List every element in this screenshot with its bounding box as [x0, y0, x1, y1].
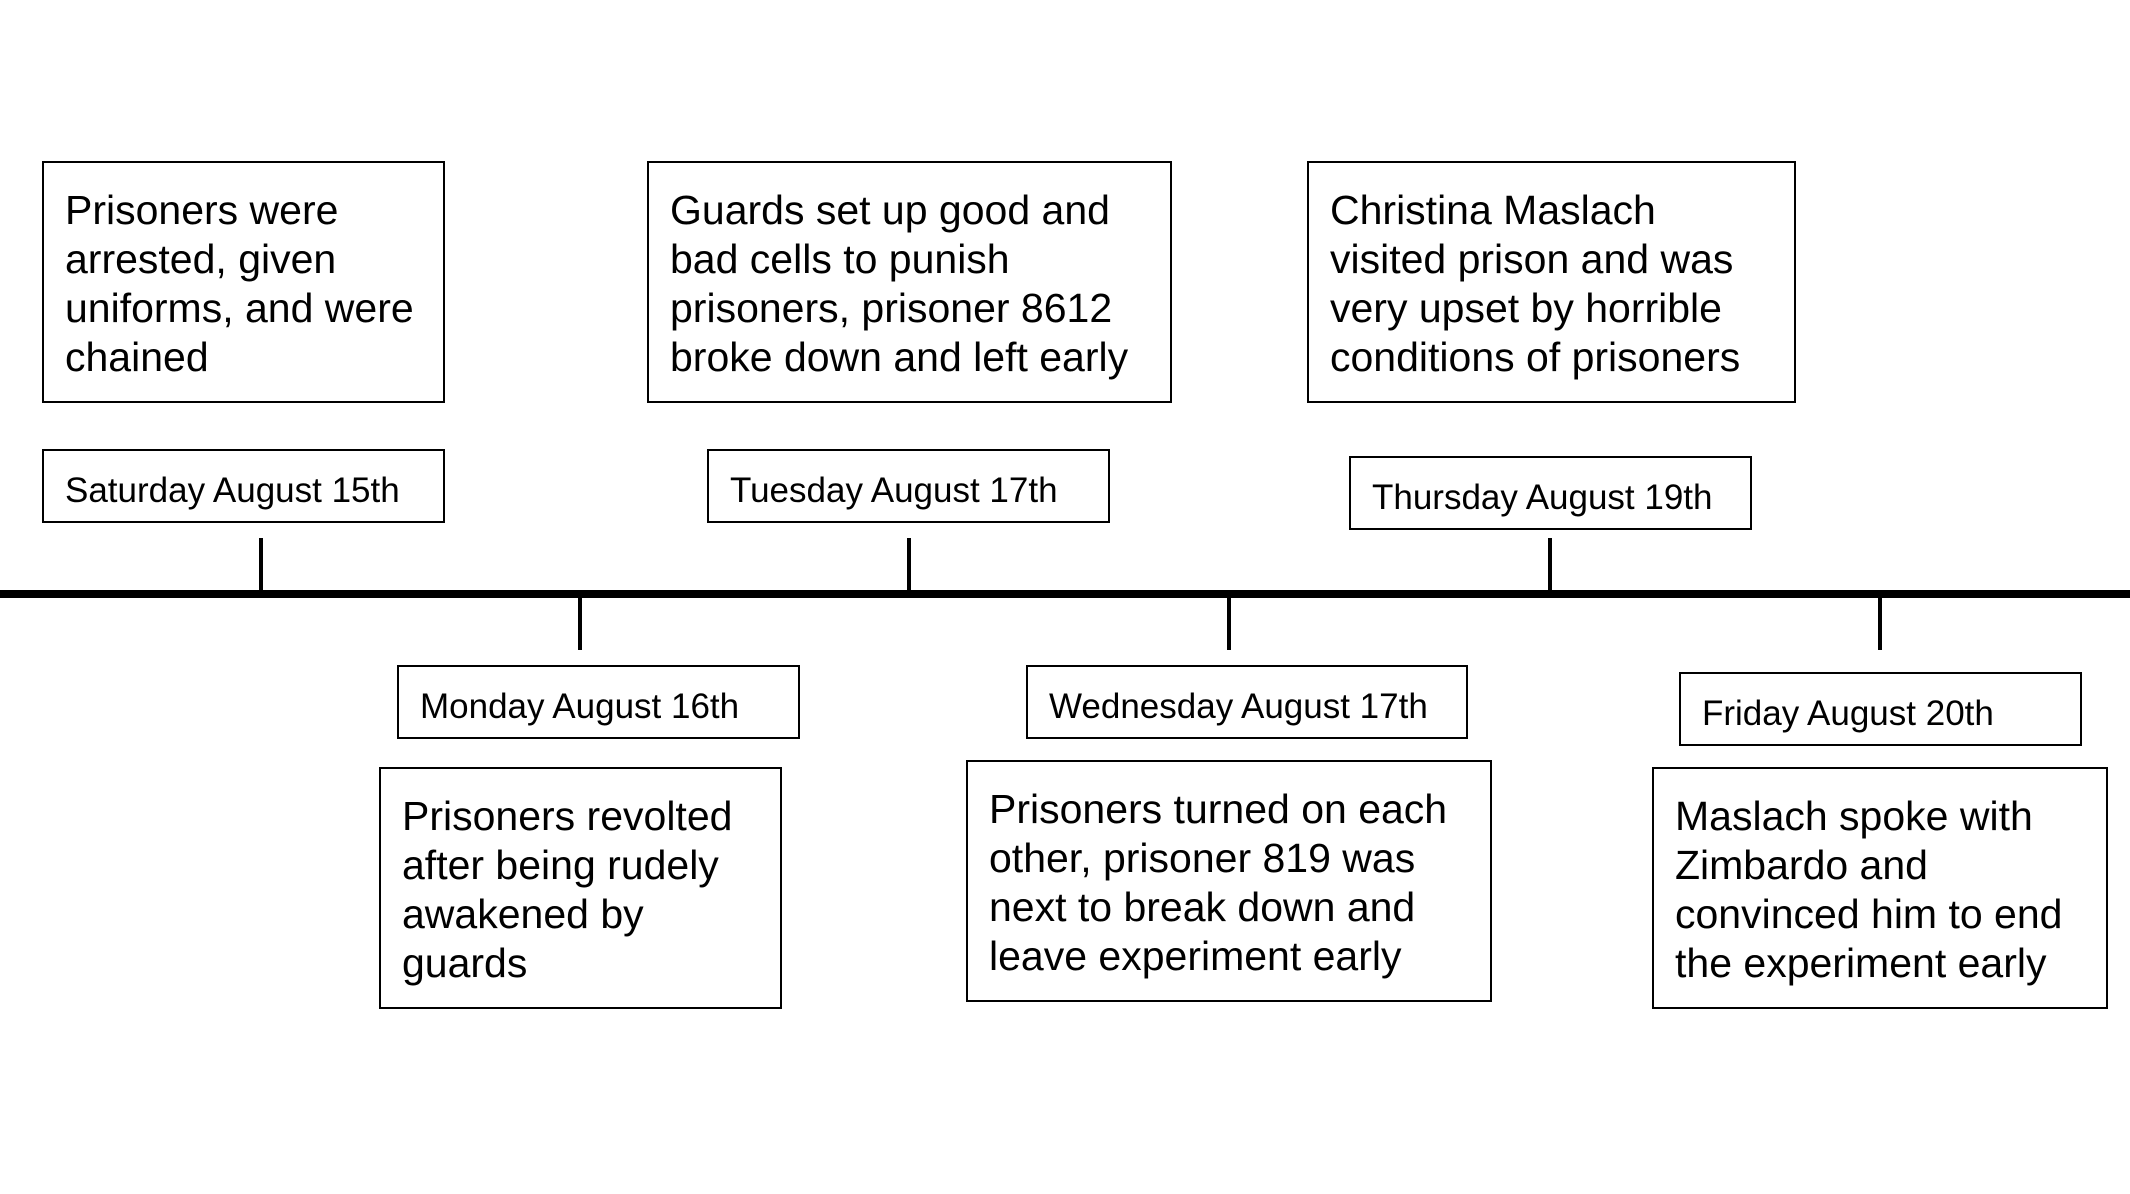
event-description-monday: Prisoners revolted after being rudely aw… — [379, 767, 782, 1009]
event-description-friday: Maslach spoke with Zimbardo and convince… — [1652, 767, 2108, 1009]
event-description-saturday: Prisoners were arrested, given uniforms,… — [42, 161, 445, 403]
event-date-tuesday: Tuesday August 17th — [707, 449, 1110, 523]
tick-friday — [1878, 596, 1882, 650]
event-date-saturday: Saturday August 15th — [42, 449, 445, 523]
tick-tuesday — [907, 538, 911, 592]
tick-wednesday — [1227, 596, 1231, 650]
event-date-friday: Friday August 20th — [1679, 672, 2082, 746]
event-date-monday: Monday August 16th — [397, 665, 800, 739]
tick-saturday — [259, 538, 263, 592]
event-description-thursday: Christina Maslach visited prison and was… — [1307, 161, 1796, 403]
event-description-wednesday: Prisoners turned on each other, prisoner… — [966, 760, 1492, 1002]
event-description-tuesday: Guards set up good and bad cells to puni… — [647, 161, 1172, 403]
tick-monday — [578, 596, 582, 650]
event-date-wednesday: Wednesday August 17th — [1026, 665, 1468, 739]
tick-thursday — [1548, 538, 1552, 592]
timeline-axis — [0, 590, 2130, 598]
event-date-thursday: Thursday August 19th — [1349, 456, 1752, 530]
